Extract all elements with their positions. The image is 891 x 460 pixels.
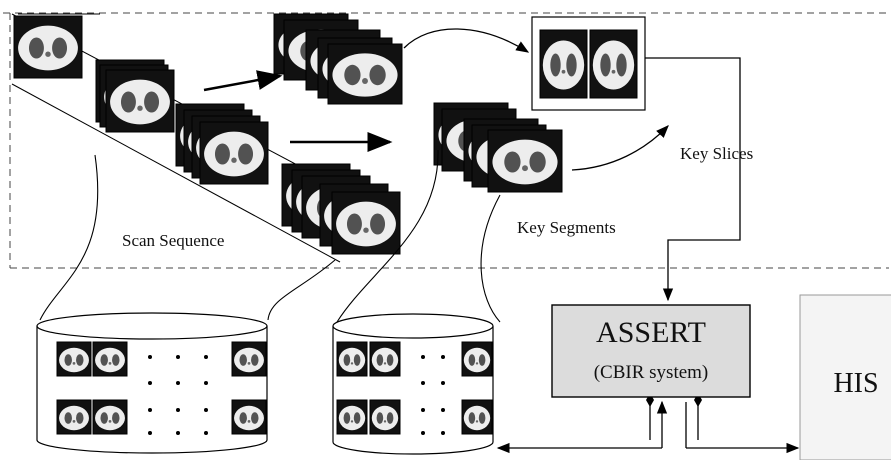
flow-curves (403, 28, 669, 171)
his-box[interactable] (799, 294, 891, 460)
scan-sequence-label: Scan Sequence (122, 231, 224, 250)
scan-slice (105, 69, 175, 133)
db-thumbnail (92, 399, 128, 435)
key-slices-to-assert-connector (645, 57, 741, 302)
bottom-connectors (496, 400, 800, 454)
db-thumbnail (369, 399, 401, 435)
key-segments-database-dots (421, 355, 445, 435)
scan-slice (13, 15, 83, 79)
acquisition-region-border (3, 12, 889, 269)
scan-sequence-stack (13, 15, 401, 255)
key-slice-1 (539, 29, 588, 99)
extracted-slice (327, 43, 403, 105)
db-thumbnail (231, 341, 267, 377)
key-segments-database-thumbnails (336, 341, 493, 435)
scan-database-thumbnails (56, 341, 267, 435)
db-thumbnail (92, 341, 128, 377)
scan-slice (199, 121, 269, 185)
assert-box[interactable] (551, 304, 751, 398)
db-thumbnail (56, 341, 92, 377)
db-thumbnail (231, 399, 267, 435)
scan-slice (331, 191, 401, 255)
db-thumbnail (369, 341, 401, 377)
key-segment-slice (487, 129, 563, 193)
key-slices-images (539, 29, 638, 99)
db-thumbnail (461, 341, 493, 377)
key-segments-label: Key Segments (517, 218, 616, 237)
db-thumbnail (336, 341, 368, 377)
sequence-arrows (203, 70, 393, 152)
extracted-slices-group (273, 13, 403, 105)
funnel-curves (39, 149, 501, 323)
key-segments-stack (433, 102, 563, 193)
db-thumbnail (461, 399, 493, 435)
assert-subtitle: (CBIR system) (594, 362, 709, 383)
key-slices-label: Key Slices (680, 144, 753, 163)
key-slice-2 (589, 29, 638, 99)
scan-database-dots (148, 355, 208, 435)
his-label: HIS (833, 368, 878, 399)
db-thumbnail (336, 399, 368, 435)
db-thumbnail (56, 399, 92, 435)
assert-title: ASSERT (596, 316, 706, 349)
